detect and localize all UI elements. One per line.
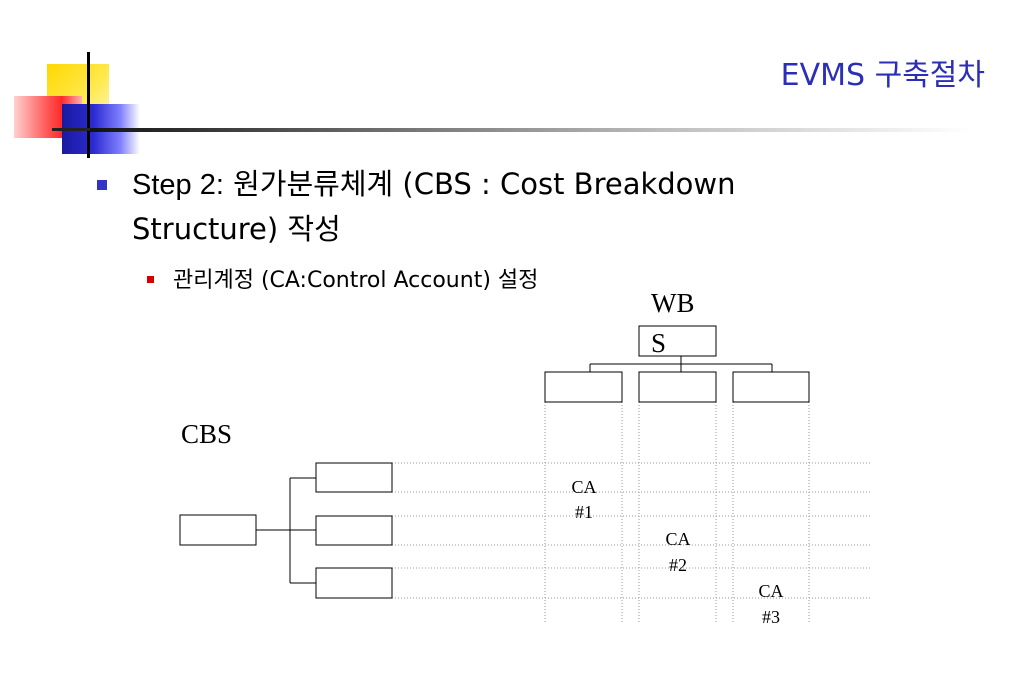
- wbs-connectors: [589, 356, 773, 372]
- control-account-label: CA: [758, 581, 783, 601]
- wbs-child-box: [638, 371, 717, 403]
- cbs-root-box: [179, 514, 257, 546]
- cbs-child-box: [315, 515, 393, 546]
- control-account-label: CA: [571, 477, 596, 497]
- step-text: 원가분류체계 (CBS : Cost Breakdown Structure) …: [132, 167, 736, 246]
- sub-bullet-icon: [147, 276, 154, 283]
- bullet-square-icon: [97, 180, 107, 190]
- control-account-number: #3: [762, 607, 780, 627]
- wbs-label-line2: S: [651, 328, 666, 358]
- wbs-child-box: [732, 371, 810, 403]
- title-rule: [90, 128, 970, 132]
- step-heading: Step 2: 원가분류체계 (CBS : Cost Breakdown Str…: [132, 162, 852, 251]
- grid-vertical-lines: [544, 402, 810, 622]
- sub-item-text: 관리계정 (CA:Control Account) 설정: [173, 268, 539, 293]
- wbs-root-box: [638, 325, 717, 357]
- cbs-child-box: [315, 567, 393, 599]
- logo-vertical-line: [87, 52, 90, 158]
- wbs-child-box: [544, 371, 623, 403]
- step-label: Step 2:: [132, 169, 224, 201]
- wbs-label-line1: WB: [651, 288, 695, 318]
- control-account-number: #1: [575, 502, 593, 522]
- grid-horizontal-lines: [392, 462, 870, 599]
- slide-title: EVMS 구축절차: [780, 58, 985, 93]
- control-account-label: CA: [665, 529, 690, 549]
- cbs-child-box: [315, 462, 393, 493]
- cbs-connectors: [256, 477, 316, 584]
- cbs-label: CBS: [181, 419, 232, 449]
- control-account-number: #2: [669, 555, 687, 575]
